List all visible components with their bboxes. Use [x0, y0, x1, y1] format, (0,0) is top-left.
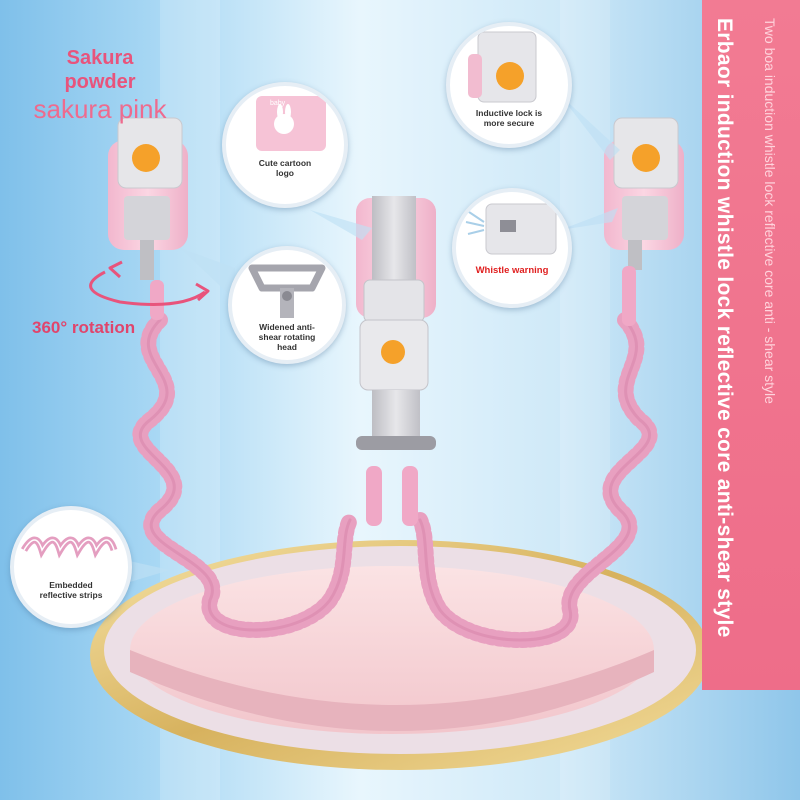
callout-whistle: Whistle warning — [452, 188, 572, 308]
callout-pointers — [120, 95, 620, 585]
lock-icon — [468, 31, 537, 103]
left-wrist-unit — [108, 117, 188, 320]
logo-badge: baby — [270, 100, 286, 107]
headline-line1: Sakura powder — [64, 47, 136, 93]
side-banner-sub-text: Two boa induction whistle lock reflectiv… — [762, 18, 778, 404]
callout-lock: Inductive lock is more secure — [446, 22, 572, 148]
coiled-cords — [132, 312, 658, 648]
callout-reflective: Embedded reflective strips — [10, 506, 132, 628]
callout-lock-text: Inductive lock is more secure — [475, 108, 543, 128]
rotation-arrow-icon — [89, 260, 210, 306]
callout-rotating-head: Widened anti-shear rotating head — [228, 246, 346, 364]
pedestal — [90, 540, 710, 770]
center-strap-unit — [356, 196, 436, 526]
swivel-clip-icon — [248, 264, 326, 318]
right-wrist-unit — [604, 117, 684, 326]
callout-reflective-text: Embedded reflective strips — [39, 580, 103, 600]
callout-rotating-head-text: Widened anti-shear rotating head — [258, 322, 316, 352]
side-banner — [702, 0, 800, 690]
coil-icon — [20, 536, 118, 559]
callout-logo: baby Cute cartoon logo — [222, 82, 348, 208]
callout-whistle-text: Whistle warning — [475, 265, 549, 276]
cartoon-logo-icon — [256, 96, 326, 151]
callout-logo-text: Cute cartoon logo — [258, 158, 312, 178]
headline-line2: sakura pink — [33, 94, 167, 124]
whistle-icon — [465, 203, 557, 255]
side-banner-main-text: Erbaor induction whistle lock reflective… — [713, 18, 736, 638]
rotation-label: 360° rotation — [32, 318, 136, 337]
